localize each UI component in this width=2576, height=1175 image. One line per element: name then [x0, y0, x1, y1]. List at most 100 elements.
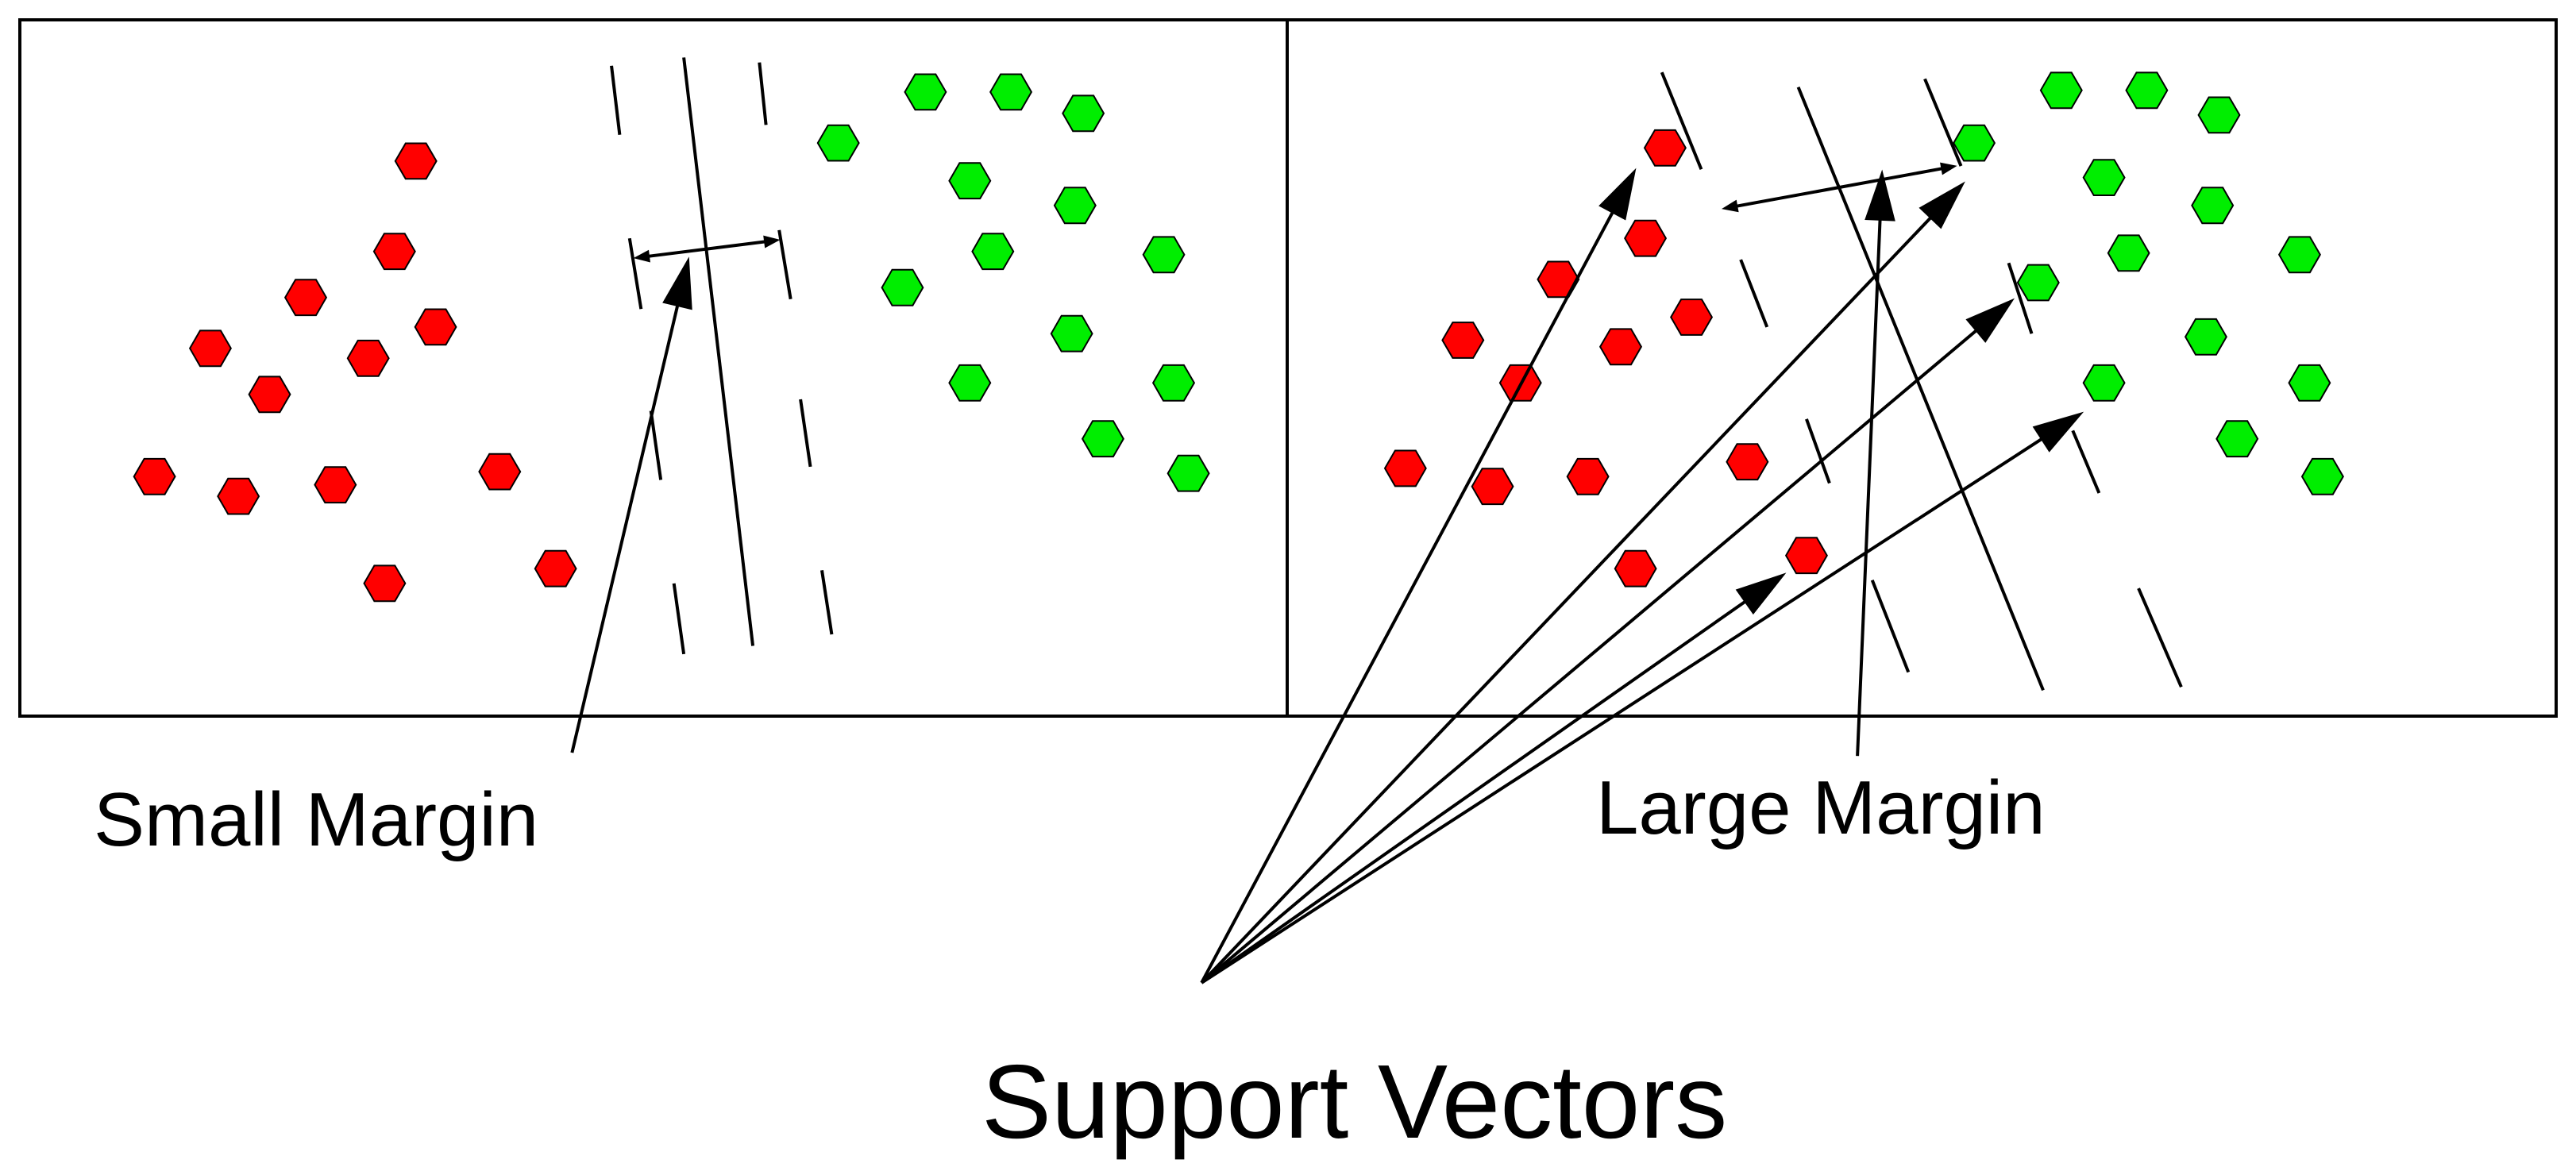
red-point	[1383, 449, 1427, 487]
green-point	[2288, 364, 2331, 402]
margin-line-dash	[799, 399, 812, 468]
boundary-lines	[610, 57, 2183, 692]
margin-line-dash	[627, 237, 643, 310]
green-point	[1953, 124, 1996, 162]
red-point	[394, 142, 438, 180]
green-point	[2300, 457, 2344, 495]
green-point	[904, 73, 947, 111]
red-point	[1566, 457, 1610, 495]
green-point	[1167, 454, 1210, 492]
margin-line-dash	[2071, 430, 2101, 494]
red-point	[283, 279, 328, 317]
red-point	[363, 564, 407, 603]
red-point	[1441, 322, 1485, 359]
red-point	[534, 549, 577, 588]
margin-line-dash	[610, 65, 622, 135]
red-point	[1598, 328, 1643, 366]
margin-line-dash	[820, 569, 834, 635]
red-point	[314, 466, 357, 504]
green-point	[2215, 420, 2259, 458]
green-point	[989, 73, 1033, 111]
large-margin-width-arrow	[1737, 186, 1840, 208]
red-point	[478, 453, 522, 491]
margin-line-dash	[649, 410, 663, 480]
green-point	[1062, 94, 1105, 133]
large-margin-pointer-arrow	[1856, 220, 1882, 757]
large-margin-width-arrow	[1838, 167, 1942, 189]
support-vector-arrow	[1200, 329, 1977, 984]
green-point	[971, 233, 1015, 271]
green-point	[2082, 159, 2126, 196]
green-point	[2277, 236, 2321, 274]
green-point	[1081, 420, 1124, 458]
small-margin-width-arrow-head	[763, 235, 781, 248]
decision-boundary-small	[682, 57, 755, 646]
large-margin-pointer-arrow-head	[1865, 169, 1895, 222]
green-point	[2039, 71, 2083, 110]
green-point	[948, 364, 992, 402]
red-point	[346, 339, 390, 377]
green-point	[2184, 318, 2227, 356]
large-margin-label: Large Margin	[1596, 765, 2046, 850]
small-margin-label: Small Margin	[94, 777, 539, 862]
red-point	[248, 376, 291, 414]
green-point	[1050, 314, 1093, 352]
green-point	[1142, 236, 1186, 274]
panel-frame-large-margin	[1286, 18, 2558, 718]
small-margin-width-arrow-head	[633, 249, 650, 263]
red-point	[414, 308, 457, 346]
green-point	[881, 268, 924, 306]
red-point	[1784, 537, 1828, 575]
support-vector-arrow	[1201, 600, 1746, 984]
green-point	[2107, 234, 2150, 272]
margin-line-dash	[1739, 259, 1769, 328]
red-point	[1643, 129, 1687, 167]
margin-line-dash	[2007, 262, 2034, 334]
data-points	[133, 71, 2344, 603]
red-point	[1670, 299, 1714, 336]
red-point	[1537, 260, 1580, 299]
red-point	[188, 329, 232, 368]
red-point	[217, 477, 260, 515]
support-vector-arrow-head	[1598, 168, 1637, 221]
support-vector-arrow-head	[1965, 298, 2015, 343]
green-point	[2016, 264, 2060, 302]
support-vector-arrow	[1201, 437, 2042, 984]
large-margin-width-arrow-head	[1940, 162, 1957, 175]
margin-line-dash	[1805, 418, 1831, 484]
arrows	[570, 162, 2084, 984]
red-point	[1614, 549, 1657, 588]
red-point	[1726, 443, 1769, 481]
green-point	[2125, 71, 2169, 110]
support-vector-arrow-head	[2032, 411, 2084, 453]
green-point	[2191, 187, 2235, 225]
support-vector-arrow-head	[1919, 181, 1965, 229]
red-point	[1471, 468, 1514, 506]
margin-line-dash	[1660, 71, 1703, 170]
margin-line-dash	[2137, 588, 2183, 688]
decision-boundary-large	[1796, 86, 2045, 692]
support-vector-arrow	[1200, 212, 1614, 984]
margin-line-dash	[1870, 579, 1911, 673]
margin-line-dash	[758, 62, 768, 125]
green-point	[1053, 187, 1097, 225]
margin-line-dash	[777, 229, 792, 300]
small-margin-pointer-arrow-head	[662, 256, 692, 310]
support-vector-arrow	[1200, 217, 1932, 984]
small-margin-width-arrow	[649, 247, 708, 258]
margin-line-dash	[672, 583, 686, 655]
green-point	[948, 162, 992, 200]
green-point	[2197, 96, 2241, 134]
small-margin-pointer-arrow	[570, 305, 680, 753]
support-vector-arrow-head	[1735, 572, 1787, 615]
support-vectors-label: Support Vectors	[981, 1043, 1728, 1160]
red-point	[133, 457, 176, 495]
panels	[18, 18, 2558, 718]
green-point	[816, 124, 860, 162]
red-point	[1624, 219, 1668, 257]
red-point	[372, 233, 416, 271]
large-margin-width-arrow-head	[1722, 199, 1739, 213]
green-point	[2082, 364, 2126, 402]
small-margin-width-arrow	[706, 240, 765, 251]
